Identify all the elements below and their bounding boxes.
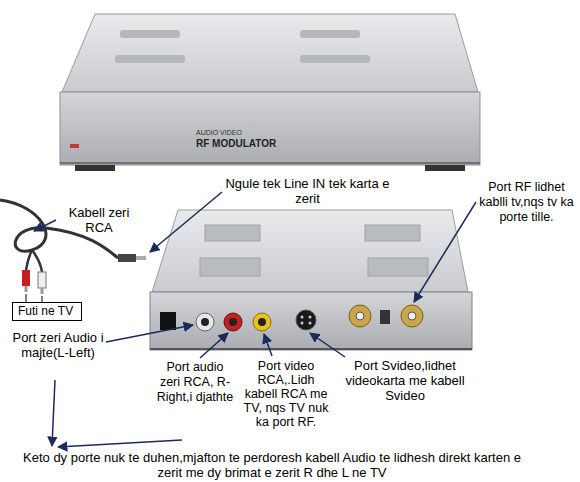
modulator-front xyxy=(60,14,480,171)
callout-note: Port video RCA,.Lidh kabell RCA me TV, n… xyxy=(240,359,332,429)
modulator-back xyxy=(150,210,472,350)
note-box: Futi ne TV xyxy=(12,302,82,321)
callout-note: Port zeri Audio i majte(L-Left) xyxy=(8,330,108,360)
audio-cable xyxy=(0,200,146,302)
leader-arrows xyxy=(34,192,476,447)
callout-note: Port Svideo,lidhet videokarta me kabell … xyxy=(336,358,474,403)
model-text: RF MODULATOR xyxy=(196,138,306,150)
callout-note: Ngule tek Line IN tek karta e zerit xyxy=(225,176,390,206)
box-text: Futi ne TV xyxy=(18,304,76,318)
callout-note: Port audio zeri RCA, R-Right,i djathte xyxy=(156,360,234,405)
callout-note: Port RF lidhet kablli tv,nqs tv ka porte… xyxy=(478,180,575,225)
footnote: Keto dy porte nuk te duhen,mjafton te pe… xyxy=(12,450,532,480)
brand-text: AUDIO VIDEO xyxy=(196,128,276,137)
callout-note: Kabell zeri RCA xyxy=(58,205,140,235)
